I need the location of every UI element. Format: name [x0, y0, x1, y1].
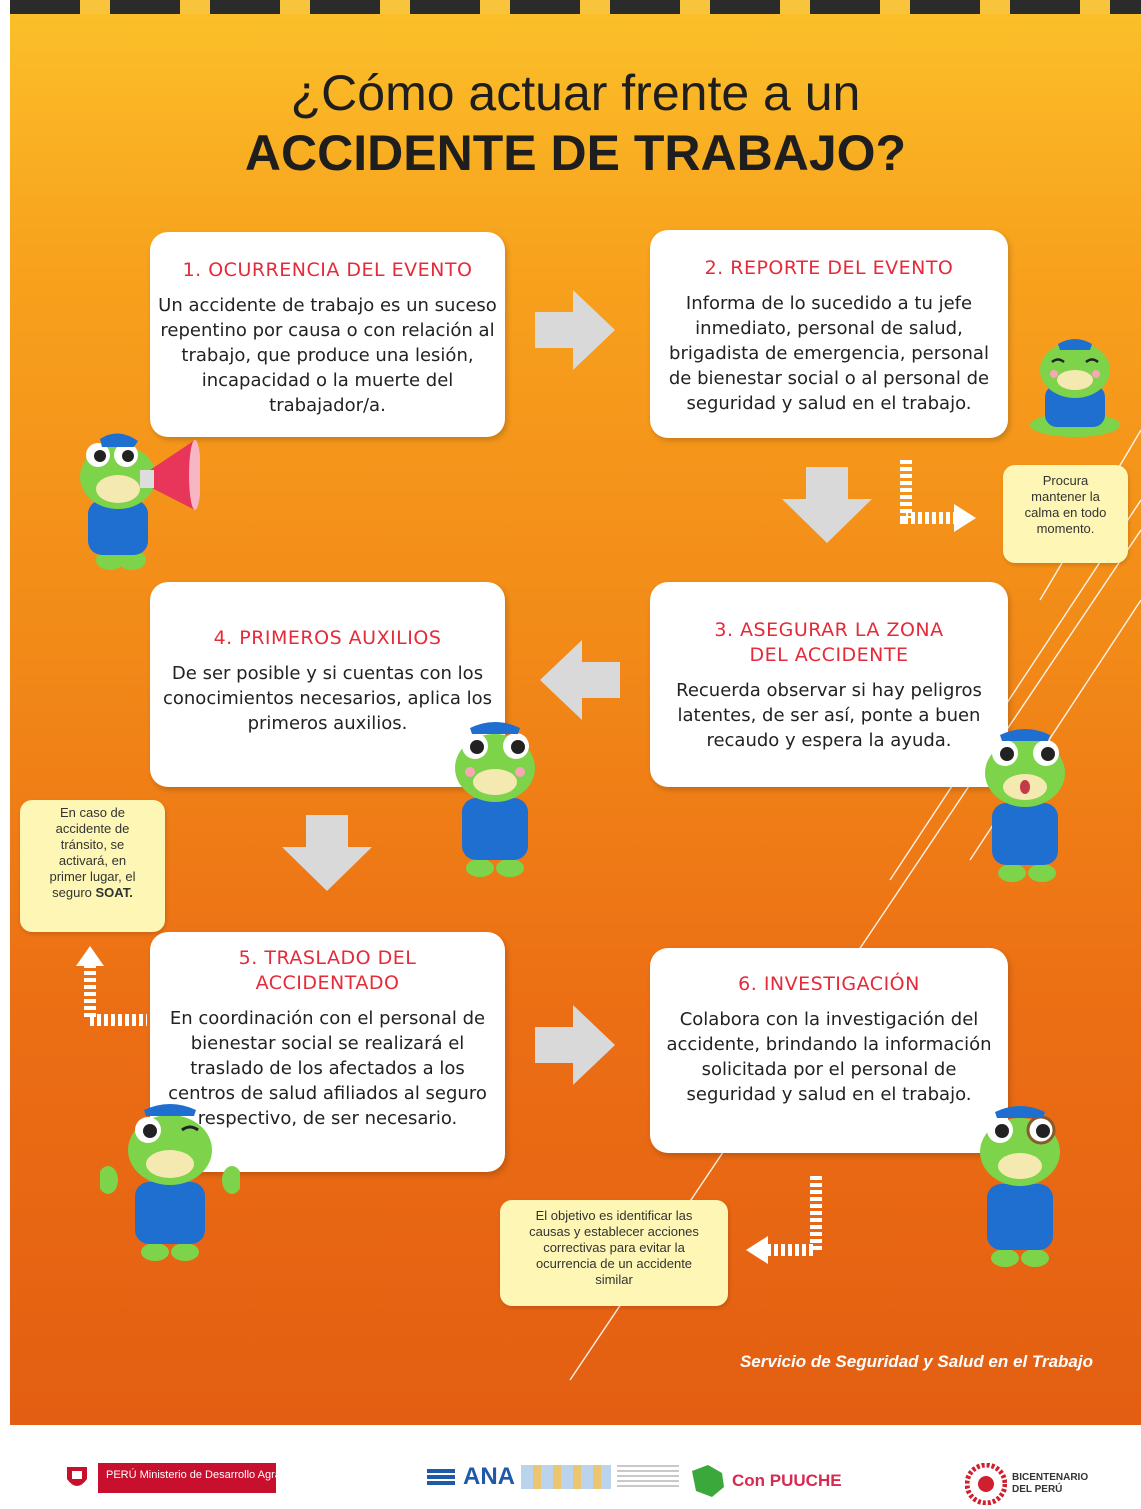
arrow-right-icon — [535, 1005, 615, 1085]
ana-logo: ANA — [425, 1463, 679, 1491]
step-card-6: 6. INVESTIGACIÓN Colabora con la investi… — [650, 948, 1008, 1153]
infographic-poster: ¿Cómo actuar frente a un ACCIDENTE DE TR… — [10, 0, 1141, 1425]
step-heading: 6. INVESTIGACIÓN — [738, 973, 920, 995]
poster-title: ¿Cómo actuar frente a un ACCIDENTE DE TR… — [10, 68, 1141, 178]
frog-meditating-icon — [1030, 339, 1120, 437]
frog-waving-icon — [100, 1104, 240, 1261]
peru-map-icon — [692, 1465, 724, 1497]
bent-arrow-up-icon — [76, 946, 147, 1026]
bent-arrow-left-icon — [746, 1176, 822, 1264]
step-heading: 4. PRIMEROS AUXILIOS — [213, 627, 442, 649]
arrow-down-icon — [782, 467, 872, 543]
step-card-1: 1. OCURRENCIA DEL EVENTO Un accidente de… — [150, 232, 505, 437]
step-text: Informa de lo sucedido a tu jefe inmedia… — [668, 293, 990, 414]
frog-thinking-icon — [455, 722, 535, 877]
title-line-1: ¿Cómo actuar frente a un — [290, 65, 861, 121]
step-text: Un accidente de trabajo es un suceso rep… — [158, 295, 497, 416]
ana-waves-icon — [427, 1469, 455, 1485]
puuche-logo-text: Con PUUCHE — [732, 1471, 842, 1490]
step-text: Colabora con la investigación del accide… — [666, 1009, 992, 1105]
ana-fine-print-graphic — [617, 1465, 679, 1489]
note-calm: Procura mantener la calma en todo moment… — [1003, 465, 1128, 563]
ministerio-logo-text: PERÚ Ministerio de Desarrollo Agrario — [98, 1463, 276, 1493]
note-text: En caso de accidente de tránsito, se act… — [49, 805, 136, 900]
bicentenario-logo-text: BICENTENARIO DEL PERÚ — [1012, 1472, 1089, 1495]
arrow-down-icon — [282, 815, 372, 891]
note-text: El objetivo es identificar las causas y … — [529, 1208, 699, 1287]
step-heading: 5. TRASLADO DEL ACCIDENTADO — [238, 947, 417, 994]
step-card-4: 4. PRIMEROS AUXILIOS De ser posible y si… — [150, 582, 505, 787]
hazard-stripe-border — [10, 0, 1141, 14]
footer-service-name: Servicio de Seguridad y Salud en el Trab… — [739, 1352, 1093, 1371]
arrow-left-icon — [540, 640, 620, 720]
step-text: En coordinación con el personal de biene… — [168, 1008, 487, 1129]
peru-shield-icon — [67, 1467, 87, 1486]
note-objective: El objetivo es identificar las causas y … — [500, 1200, 728, 1306]
step-heading: 2. REPORTE DEL EVENTO — [704, 257, 954, 279]
step-card-5: 5. TRASLADO DEL ACCIDENTADO En coordinac… — [150, 932, 505, 1172]
note-soat: En caso de accidente de tránsito, se act… — [20, 800, 165, 932]
bent-arrow-right-icon — [900, 460, 976, 532]
ministerio-logo: PERÚ Ministerio de Desarrollo Agrario — [62, 1463, 276, 1493]
note-text: Procura mantener la calma en todo moment… — [1024, 473, 1107, 536]
step-card-3: 3. ASEGURAR LA ZONA DEL ACCIDENTE Recuer… — [650, 582, 1008, 787]
ana-logo-text: ANA — [463, 1463, 515, 1490]
logos-strip: PERÚ Ministerio de Desarrollo Agrario AN… — [0, 1425, 1141, 1509]
step-heading: 1. OCURRENCIA DEL EVENTO — [182, 259, 473, 281]
bicentenario-sun-icon — [965, 1463, 1007, 1505]
note-bold-text: SOAT. — [95, 885, 133, 900]
step-heading: 3. ASEGURAR LA ZONA DEL ACCIDENTE — [714, 619, 944, 666]
bicentenario-logo: BICENTENARIO DEL PERÚ — [965, 1463, 1089, 1505]
ana-banner-graphic — [521, 1465, 611, 1489]
arrow-right-icon — [535, 290, 615, 370]
puuche-logo: Con PUUCHE — [688, 1463, 842, 1499]
frog-megaphone-icon — [80, 433, 200, 570]
step-text: Recuerda observar si hay peligros latent… — [676, 680, 982, 751]
frog-detective-icon — [980, 1106, 1060, 1267]
step-text: De ser posible y si cuentas con los cono… — [162, 663, 492, 734]
title-line-2: ACCIDENTE DE TRABAJO? — [244, 125, 907, 181]
step-card-2: 2. REPORTE DEL EVENTO Informa de lo suce… — [650, 230, 1008, 438]
frog-surprised-icon — [985, 729, 1065, 882]
